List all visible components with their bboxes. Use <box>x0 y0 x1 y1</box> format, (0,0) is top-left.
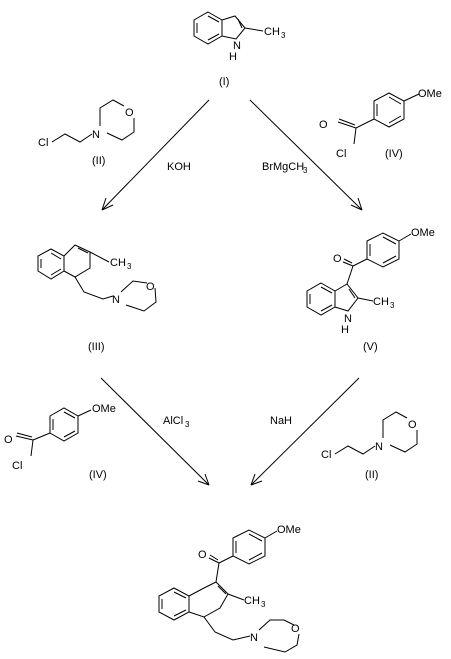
iv-bottom-chlorine: Cl <box>12 460 22 472</box>
compound-iii: CH 3 N O (III) <box>37 244 157 353</box>
product-oxygen: O <box>198 549 207 561</box>
product-nitrogen: N <box>250 632 258 644</box>
ii-nitrogen: N <box>92 129 100 141</box>
iv-top-chlorine: Cl <box>336 148 346 160</box>
v-nitrogen: N <box>344 313 352 325</box>
arrow-i-to-iii <box>101 99 210 211</box>
arrow-i-to-v <box>249 99 363 211</box>
compound-i: CH 3 N H (I) <box>193 11 286 88</box>
compound-iv-bottom-label: (IV) <box>89 469 107 481</box>
compound-iv-bottom: OMe O Cl (IV) <box>4 403 116 481</box>
iv-top-ome: OMe <box>418 88 442 100</box>
v-hydrogen: H <box>341 324 349 336</box>
iii-methyl-sub: 3 <box>127 262 132 271</box>
compound-ii-bottom-label: (II) <box>365 469 378 481</box>
reagent-grignard-sub: 3 <box>303 166 308 175</box>
compound-ii-bottom: Cl N O (II) <box>321 411 418 481</box>
reagent-alcl3: AlCl <box>163 415 183 427</box>
product-methyl-sub: 3 <box>261 600 266 609</box>
product-ome: OMe <box>277 524 301 536</box>
reagent-alcl3-sub: 3 <box>185 420 190 429</box>
product-methyl: CH <box>244 595 260 607</box>
iii-nitrogen: N <box>112 294 120 306</box>
iii-oxygen: O <box>146 281 155 293</box>
compound-i-label: (I) <box>219 76 229 88</box>
iv-top-oxygen: O <box>319 119 328 131</box>
iii-methyl: CH <box>110 257 126 269</box>
v-oxygen: O <box>333 253 342 265</box>
v-methyl: CH <box>373 296 389 308</box>
reagent-grignard: BrMgCH <box>262 161 304 173</box>
v-methyl-sub: 3 <box>390 301 395 310</box>
arrow-iii-to-product <box>100 377 210 486</box>
compound-product: OMe O CH 3 N O <box>158 524 301 653</box>
compound-v-label: (V) <box>363 341 378 353</box>
v-ome: OMe <box>411 227 435 239</box>
compound-iii-label: (III) <box>88 341 105 353</box>
iv-bottom-oxygen: O <box>4 434 13 446</box>
arrow-v-to-product <box>250 377 360 486</box>
ii-bottom-chlorine: Cl <box>321 449 331 461</box>
i-hydrogen: H <box>229 51 237 63</box>
compound-iv-top-label: (IV) <box>385 148 403 160</box>
ii-chlorine: Cl <box>38 137 48 149</box>
reagent-koh: KOH <box>167 161 191 173</box>
compound-ii: Cl N O (II) <box>38 99 135 167</box>
compound-iv-top: OMe O Cl (IV) <box>319 88 442 160</box>
iv-bottom-ome: OMe <box>92 403 116 415</box>
ii-oxygen: O <box>125 107 134 119</box>
compound-v: OMe O CH 3 N H (V) <box>306 227 435 353</box>
i-methyl: CH <box>264 26 280 38</box>
product-oxygen-ring: O <box>291 623 300 635</box>
compound-ii-label: (II) <box>92 155 105 167</box>
i-nitrogen: N <box>233 40 241 52</box>
ii-bottom-nitrogen: N <box>375 441 383 453</box>
i-methyl-sub: 3 <box>281 31 286 40</box>
reagent-nah: NaH <box>270 415 292 427</box>
ii-bottom-oxygen: O <box>408 419 417 431</box>
